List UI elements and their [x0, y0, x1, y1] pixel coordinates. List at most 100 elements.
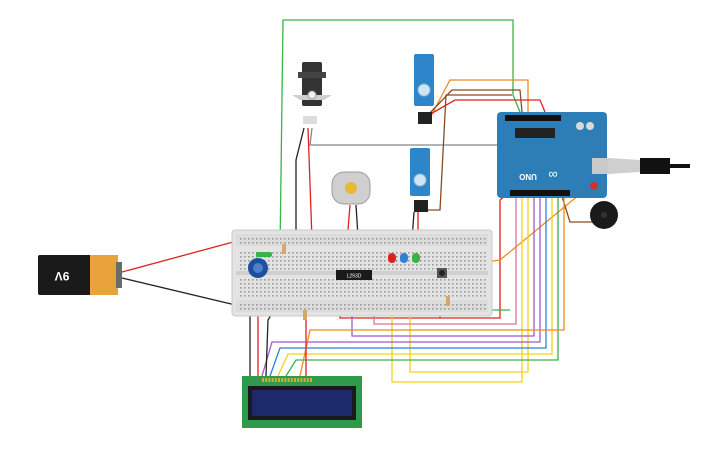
- breadboard-hole: [404, 264, 406, 266]
- wire-servo3-brown[interactable]: [425, 94, 512, 211]
- breadboard-hole: [304, 287, 306, 289]
- breadboard-hole: [280, 283, 282, 285]
- breadboard-hole: [456, 238, 458, 240]
- led-green[interactable]: [412, 253, 420, 263]
- breadboard-hole: [452, 268, 454, 270]
- breadboard-hole: [264, 279, 266, 281]
- breadboard-hole: [404, 291, 406, 293]
- breadboard-hole: [272, 256, 274, 258]
- breadboard-hole: [276, 279, 278, 281]
- breadboard-hole: [424, 295, 426, 297]
- breadboard-hole: [372, 242, 374, 244]
- breadboard-hole: [348, 295, 350, 297]
- breadboard-hole: [408, 264, 410, 266]
- breadboard-hole: [276, 242, 278, 244]
- arduino-reset-button[interactable]: [590, 182, 598, 190]
- wire-servo2-orange[interactable]: [429, 79, 529, 119]
- breadboard-hole: [272, 279, 274, 281]
- resistor-green[interactable]: [256, 252, 272, 257]
- breadboard-hole: [260, 304, 262, 306]
- wire-servo1-red[interactable]: [307, 127, 313, 241]
- arduino-usb-port: [592, 158, 608, 174]
- breadboard-hole: [372, 308, 374, 310]
- breadboard-hole: [244, 283, 246, 285]
- breadboard-hole: [300, 295, 302, 297]
- led-blue[interactable]: [400, 253, 408, 263]
- wire-yellow-1[interactable]: [391, 198, 523, 383]
- resistor-2[interactable]: [303, 310, 307, 320]
- wire-servo1-black[interactable]: [295, 127, 305, 240]
- breadboard-hole: [456, 291, 458, 293]
- breadboard-hole: [428, 252, 430, 254]
- breadboard-hole: [484, 268, 486, 270]
- breadboard-hole: [324, 308, 326, 310]
- wire-yellow-2[interactable]: [409, 198, 529, 373]
- breadboard-hole: [428, 287, 430, 289]
- breadboard-hole: [456, 264, 458, 266]
- wire-servo1-gray[interactable]: [309, 127, 500, 146]
- breadboard-hole: [300, 256, 302, 258]
- wire-orange-2[interactable]: [299, 198, 565, 377]
- wire-piezo-brown[interactable]: [559, 189, 600, 223]
- breadboard-hole: [300, 291, 302, 293]
- breadboard-hole: [308, 279, 310, 281]
- wire-battery-positive[interactable]: [121, 237, 249, 273]
- breadboard-hole: [296, 238, 298, 240]
- resistor-1[interactable]: [282, 244, 286, 254]
- breadboard-hole: [268, 242, 270, 244]
- breadboard-hole: [296, 268, 298, 270]
- breadboard-hole: [260, 291, 262, 293]
- servo-top-left[interactable]: [292, 62, 332, 124]
- breadboard-hole: [392, 264, 394, 266]
- wire-yellow-3[interactable]: [277, 198, 553, 377]
- arduino-uno[interactable]: ∞ UNO: [497, 112, 608, 198]
- breadboard-hole: [444, 291, 446, 293]
- wire-green-loop[interactable]: [279, 19, 521, 253]
- wire-servo2-red[interactable]: [419, 99, 546, 121]
- breadboard-hole: [472, 256, 474, 258]
- breadboard-hole: [256, 291, 258, 293]
- breadboard-hole: [380, 268, 382, 270]
- breadboard-hole: [464, 291, 466, 293]
- breadboard-hole: [300, 238, 302, 240]
- dc-motor[interactable]: [331, 171, 371, 205]
- lcd-16x2[interactable]: [242, 376, 362, 428]
- breadboard-hole: [276, 291, 278, 293]
- breadboard-hole: [328, 291, 330, 293]
- breadboard-hole: [340, 308, 342, 310]
- piezo-buzzer[interactable]: [590, 201, 618, 229]
- breadboard-hole: [284, 295, 286, 297]
- motor-driver-chip[interactable]: L293D: [336, 270, 372, 280]
- pushbutton[interactable]: [437, 268, 447, 278]
- breadboard-hole: [296, 291, 298, 293]
- usb-cable[interactable]: [608, 158, 690, 174]
- resistor-3[interactable]: [446, 296, 450, 306]
- breadboard-hole: [320, 260, 322, 262]
- servo-middle[interactable]: [410, 148, 430, 212]
- potentiometer[interactable]: [248, 258, 268, 278]
- wire-servo2-brown[interactable]: [424, 89, 523, 119]
- breadboard-hole: [424, 264, 426, 266]
- wire-green-2[interactable]: [285, 198, 559, 377]
- breadboard-hole: [452, 291, 454, 293]
- breadboard-hole: [252, 256, 254, 258]
- breadboard-hole: [388, 264, 390, 266]
- battery-cap: [90, 255, 118, 295]
- breadboard-hole: [308, 268, 310, 270]
- wire-battery-negative[interactable]: [121, 277, 249, 309]
- breadboard-hole: [348, 291, 350, 293]
- breadboard-hole: [324, 252, 326, 254]
- servo-top-right[interactable]: [414, 54, 434, 124]
- breadboard-hole: [468, 283, 470, 285]
- battery-9v[interactable]: 9V: [38, 255, 122, 295]
- breadboard-hole: [348, 283, 350, 285]
- breadboard-hole: [392, 308, 394, 310]
- servo1-tab: [298, 72, 326, 78]
- wire-blue-1[interactable]: [269, 198, 547, 377]
- led-red[interactable]: [388, 253, 396, 263]
- breadboard-hole: [436, 242, 438, 244]
- breadboard-hole: [432, 238, 434, 240]
- servo2-shaft: [417, 83, 431, 97]
- servo3-connector: [414, 200, 428, 212]
- lcd-pin: [310, 378, 312, 382]
